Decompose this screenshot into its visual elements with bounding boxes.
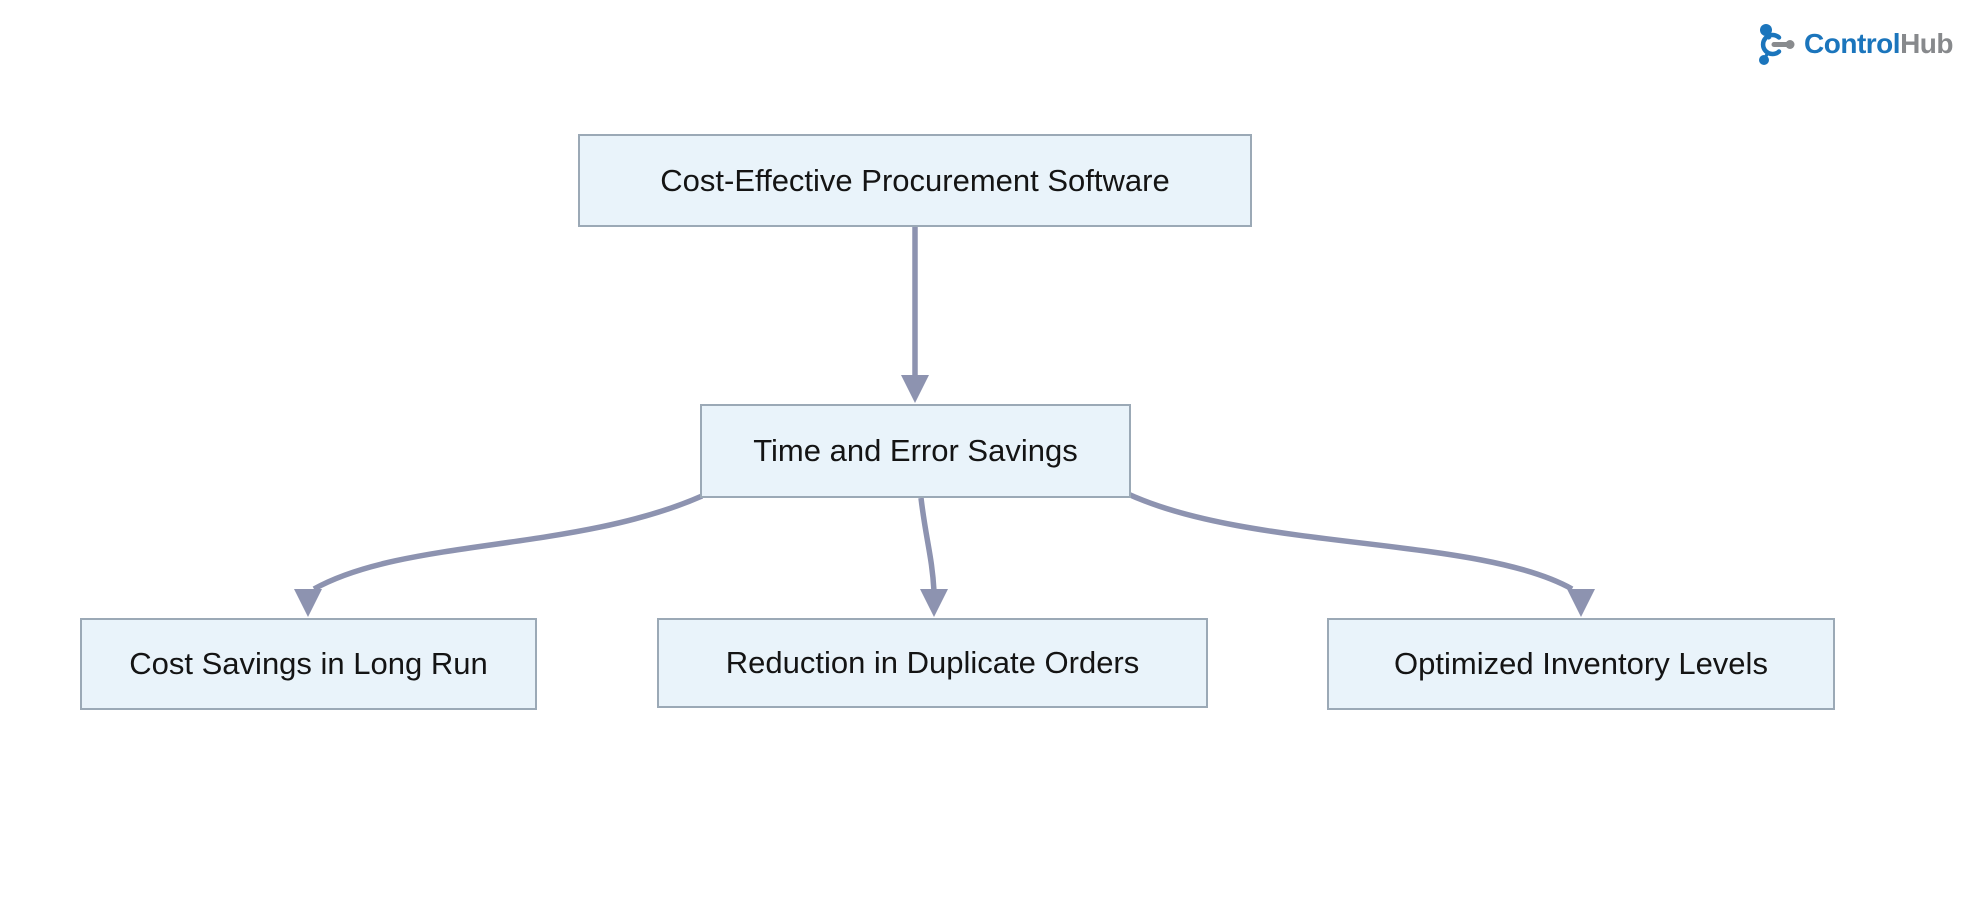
arrowhead-mid-to-leaf3 [1567,589,1595,617]
node-label: Cost-Effective Procurement Software [660,162,1170,198]
arrowhead-mid-to-leaf1 [294,589,322,617]
edge-mid-to-leaf2 [918,497,937,592]
node-label: Optimized Inventory Levels [1394,646,1768,682]
node-label: Reduction in Duplicate Orders [725,645,1140,681]
controlhub-wordmark: ControlHub [1804,22,1953,66]
node-label: Cost Savings in Long Run [129,646,488,682]
node-cost-savings-in-long-run: Cost Savings in Long Run [80,618,537,710]
logo-text-control: Control [1804,28,1901,59]
node-label: Time and Error Savings [753,433,1078,469]
node-cost-effective-procurement-software: Cost-Effective Procurement Software [578,134,1252,227]
edge-mid-to-leaf1 [312,493,704,592]
arrowhead-mid-to-leaf2 [920,589,948,617]
controlhub-logo: ControlHub [1757,22,1953,66]
arrowhead-root-to-mid [901,375,929,403]
node-reduction-in-duplicate-orders: Reduction in Duplicate Orders [657,618,1208,708]
edge-mid-to-leaf3 [1126,491,1574,592]
node-time-and-error-savings: Time and Error Savings [700,404,1131,498]
node-optimized-inventory-levels: Optimized Inventory Levels [1327,618,1835,710]
logo-text-hub: Hub [1900,28,1953,59]
controlhub-network-icon [1759,24,1795,65]
